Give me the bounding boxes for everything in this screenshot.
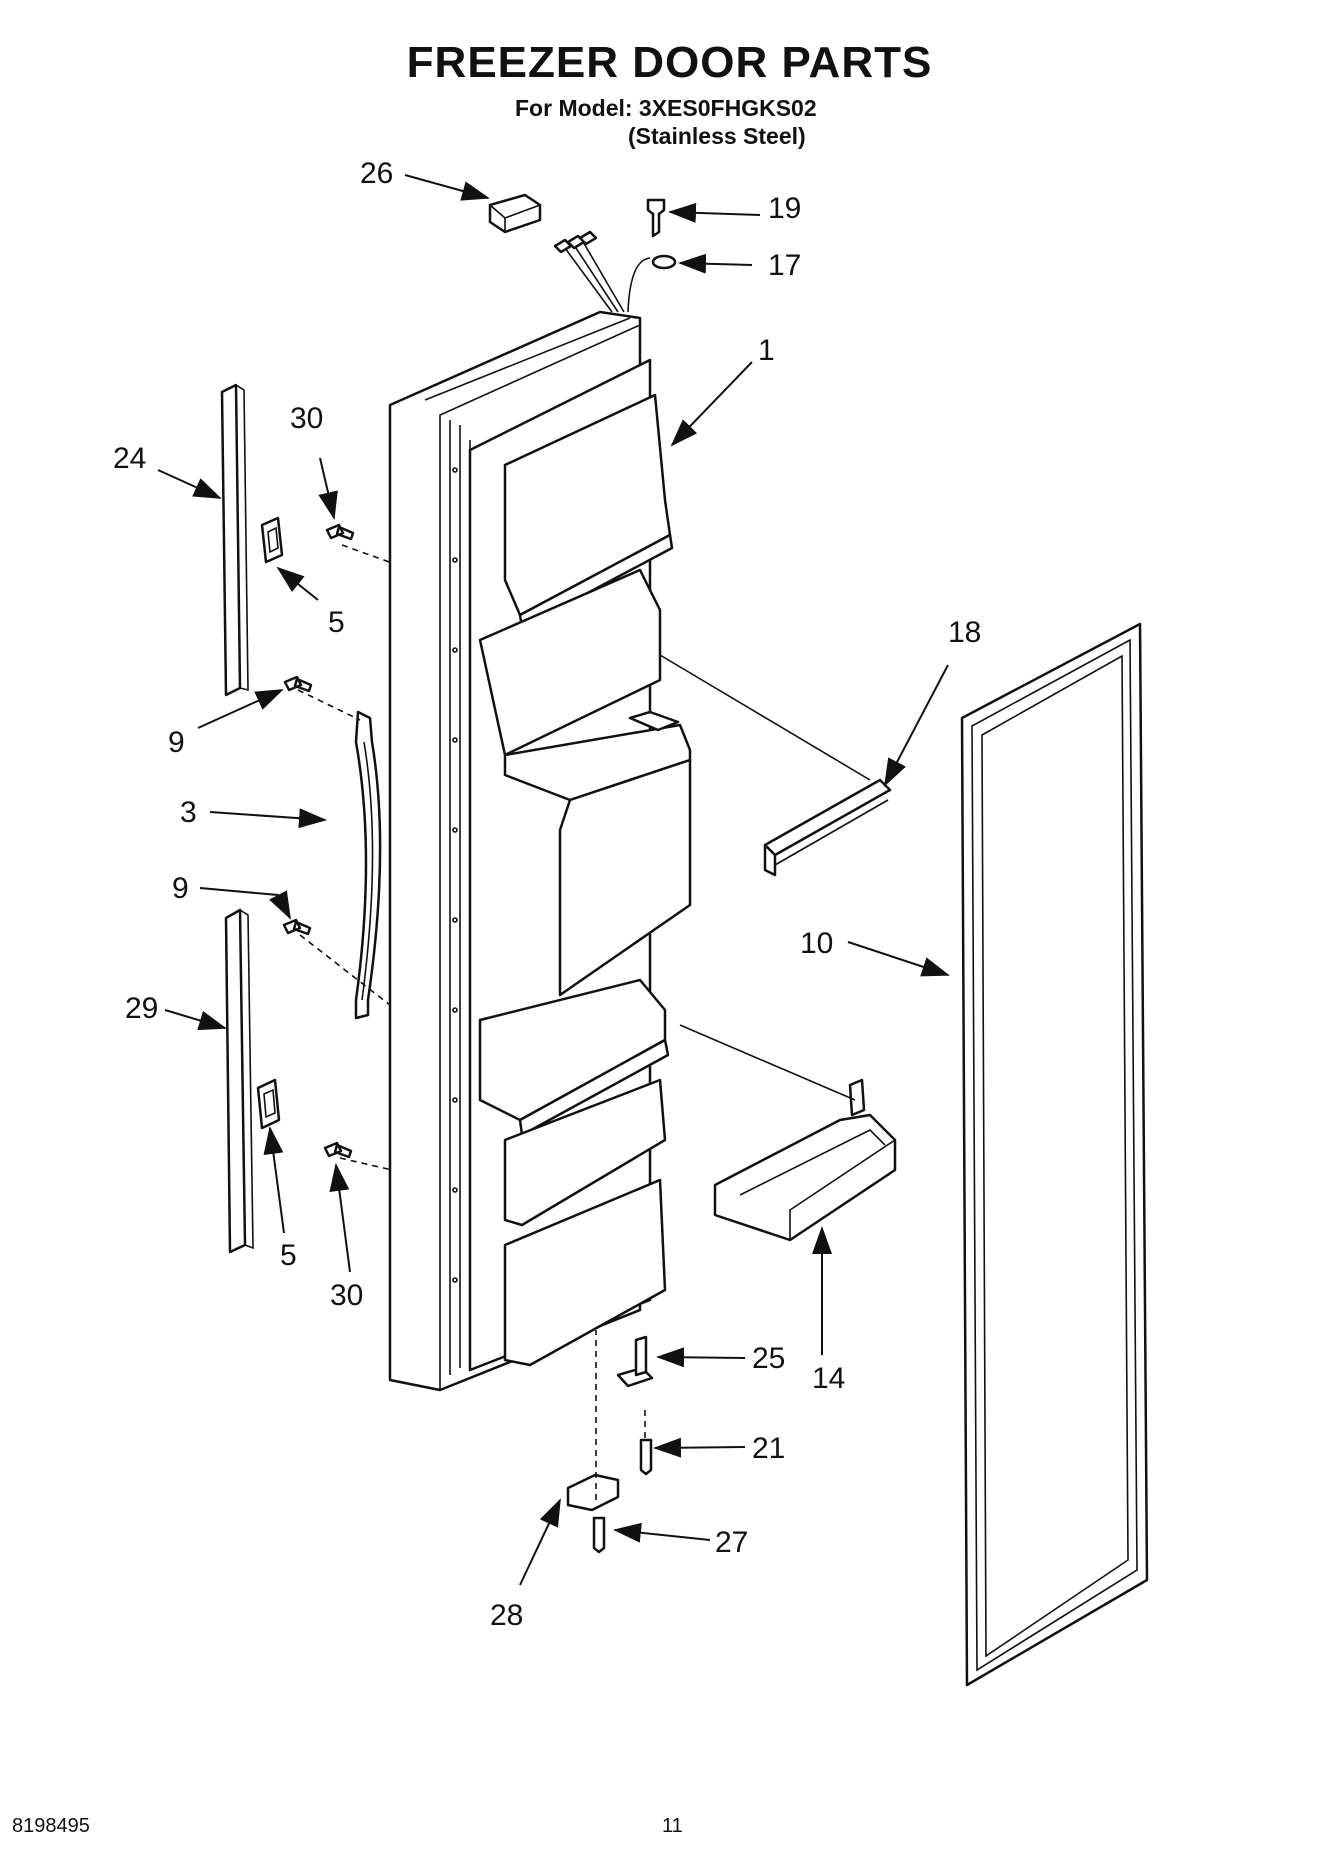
part-21-screw [639,1438,653,1476]
callout-26: 26 [360,157,393,190]
page-number: 11 [662,1815,683,1837]
part-27-screw [592,1516,606,1554]
callout-27: 27 [715,1526,748,1559]
callout-14: 14 [812,1362,845,1395]
document-number: 8198495 [12,1815,90,1837]
callout-19: 19 [768,192,801,225]
callout-28: 28 [490,1599,523,1632]
finish-line: (Stainless Steel) [628,123,806,149]
part-9-screw-lower [282,918,312,936]
part-5-clip-upper [260,516,284,564]
callout-5-lower: 5 [280,1239,297,1272]
part-30-screw-lower [323,1141,353,1159]
part-10-gasket [960,622,1149,1687]
part-29-trim-strip [224,908,254,1254]
callout-25: 25 [752,1342,785,1375]
part-1-door-assembly [388,310,692,1392]
part-30-screw-upper [325,523,355,541]
part-24-trim-strip [220,383,249,697]
part-28-hinge [566,1473,620,1512]
callout-10: 10 [800,927,833,960]
part-17-wire-harness [553,230,677,313]
part-18-rail [763,778,892,877]
part-26-connector [488,193,542,234]
part-9-screw-upper [283,675,313,693]
callout-labels: 26 19 17 1 30 24 5 18 9 3 9 10 29 5 30 2… [113,157,981,1632]
part-14-door-bin [713,1078,897,1242]
callout-24: 24 [113,442,146,475]
callout-5-upper: 5 [328,606,345,639]
assembly-guide-lines [297,544,871,1500]
callout-1: 1 [758,334,775,367]
page-title: FREEZER DOOR PARTS [406,38,933,87]
callout-3: 3 [180,796,197,829]
part-19-screw [646,198,666,238]
model-line: For Model: 3XES0FHGKS02 [515,95,817,121]
callout-9-upper: 9 [168,726,185,759]
callout-29: 29 [125,992,158,1025]
part-3-handle [354,710,382,1020]
part-5-clip-lower [256,1078,281,1130]
callout-30-upper: 30 [290,402,323,435]
callout-9-lower: 9 [172,872,189,905]
callout-30-lower: 30 [330,1279,363,1312]
callout-18: 18 [948,616,981,649]
callout-21: 21 [752,1432,785,1465]
part-25-hinge-pin [616,1335,654,1388]
callout-leaders [157,174,950,1586]
callout-17: 17 [768,249,801,282]
